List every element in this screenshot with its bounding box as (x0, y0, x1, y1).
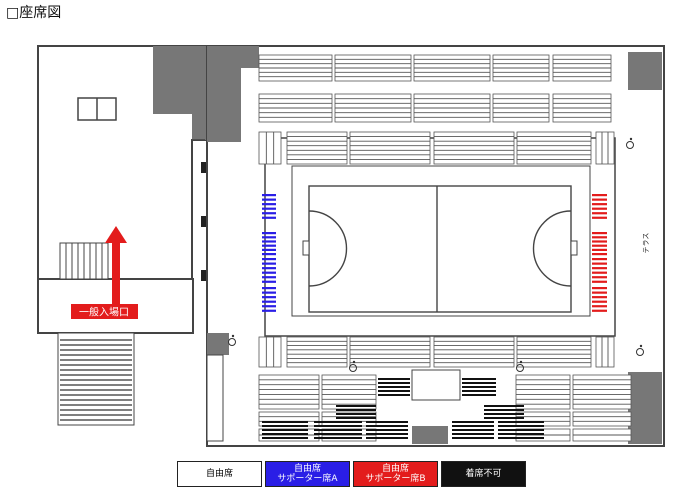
wheelchair-icon (228, 338, 236, 346)
seat-block (321, 374, 377, 410)
wheelchair-icon (636, 348, 644, 356)
seating-map: 一般入場口 テラス (37, 45, 665, 447)
legend-free-label: 自由席 (205, 469, 233, 479)
seat-block (349, 336, 431, 368)
wheelchair-icon (349, 364, 357, 372)
legend-supporter-a-line2: サポーター席A (277, 474, 338, 484)
legend-supporter-b-line1: 自由席 (381, 464, 409, 474)
seat-block (258, 131, 282, 165)
supporter-a-seats (262, 194, 276, 312)
entrance-arrow (105, 226, 127, 308)
seat-block (515, 374, 571, 410)
supporter-b-seats (592, 194, 607, 312)
legend-free: 自由席 (177, 461, 262, 487)
seat-block (349, 131, 431, 165)
page-title: □座席図 (6, 5, 62, 21)
terrace-label: テラス (642, 233, 650, 254)
seat-block (595, 336, 615, 368)
seat-blocks (258, 54, 632, 442)
entrance-label: 一般入場口 (79, 306, 129, 319)
outer-stairs (57, 332, 135, 426)
seat-block (572, 374, 632, 410)
legend-unavailable: 着席不可 (441, 461, 526, 487)
seat-block (258, 411, 320, 427)
seat-block (286, 336, 348, 368)
unavailable-seats (262, 378, 544, 439)
seat-block (433, 336, 515, 368)
seat-block (595, 131, 615, 165)
court (308, 185, 572, 313)
wheelchair-icon (626, 141, 634, 149)
seat-block (515, 411, 571, 427)
seat-block (258, 374, 320, 410)
seat-block (258, 336, 282, 368)
seat-block (433, 131, 515, 165)
entrance-building (37, 45, 211, 334)
legend-unavailable-label: 着席不可 (465, 469, 502, 479)
legend-supporter-a: 自由席サポーター席A (265, 461, 350, 487)
legend-supporter-a-line1: 自由席 (293, 464, 321, 474)
building-block (153, 46, 210, 114)
seat-block (286, 131, 348, 165)
legend-supporter-b-line2: サポーター席B (365, 474, 426, 484)
seat-block (516, 131, 592, 165)
entrance-label-bg (71, 304, 138, 319)
right-penalty-area (532, 210, 572, 287)
legend-supporter-b: 自由席サポーター席B (353, 461, 438, 487)
seat-block (572, 411, 632, 427)
wheelchair-icons (228, 137, 644, 372)
seat-block (516, 336, 592, 368)
wheelchair-icon (516, 364, 524, 372)
left-penalty-area (308, 210, 348, 287)
